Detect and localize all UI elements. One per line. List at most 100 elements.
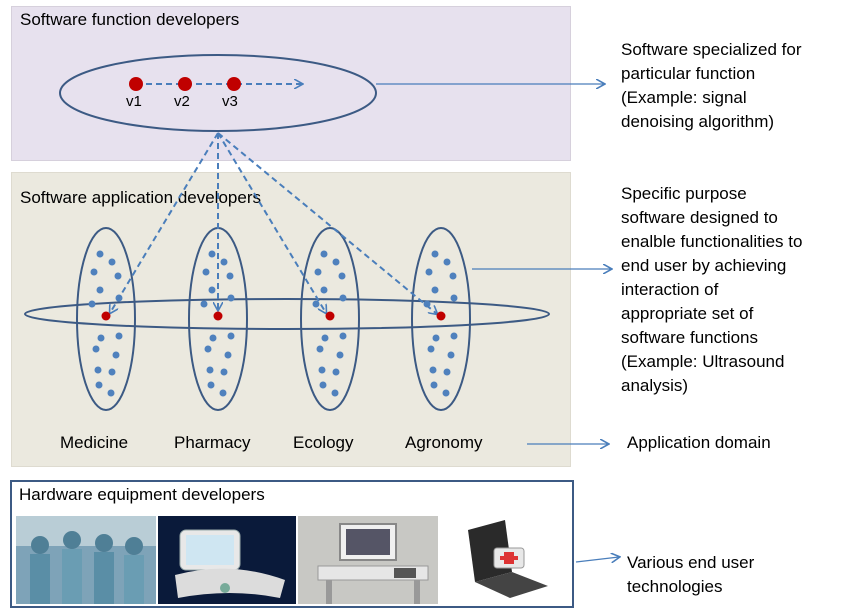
blue-dot <box>320 250 328 258</box>
version-dot-v1 <box>129 77 143 91</box>
blue-dot <box>319 381 327 389</box>
blue-dot <box>332 258 340 266</box>
dashed-arrow-to-ecology <box>217 132 326 313</box>
dot-cloud-ecology <box>312 250 347 397</box>
note-line: particular function <box>621 64 756 83</box>
portable-monitor-device-photo <box>158 516 296 604</box>
blue-dot <box>227 294 235 302</box>
version-dot-v2 <box>178 77 192 91</box>
version-label-v2: v2 <box>174 93 190 110</box>
blue-dot <box>114 272 122 280</box>
blue-dot <box>430 381 438 389</box>
interaction-ellipse <box>24 298 550 330</box>
blue-dot <box>427 345 435 353</box>
blue-dot <box>316 345 324 353</box>
blue-dot <box>88 300 96 308</box>
domain-ellipse-medicine <box>76 227 136 411</box>
blue-dot <box>96 286 104 294</box>
note-hardware: Various end user technologies <box>627 551 837 599</box>
imaging-scanner-photo <box>298 516 438 604</box>
blue-dot <box>90 268 98 276</box>
blue-dot <box>450 294 458 302</box>
blue-dot <box>208 286 216 294</box>
dashed-arrow-to-agronomy <box>217 132 437 314</box>
blue-dot <box>207 381 215 389</box>
pointer-arrow-hardware <box>575 557 619 562</box>
blue-dot <box>227 332 235 340</box>
blue-dot <box>220 258 228 266</box>
blue-dot <box>208 250 216 258</box>
blue-dot <box>206 366 214 374</box>
domain-label-agronomy: Agronomy <box>405 433 483 452</box>
blue-dot <box>425 268 433 276</box>
note-line: (Example: signal <box>621 88 747 107</box>
function-ellipse <box>59 54 377 132</box>
blue-dot <box>314 268 322 276</box>
function-panel-title: Software function developers <box>20 10 240 29</box>
surgical-team-photo <box>16 516 156 604</box>
dot-cloud-agronomy <box>423 250 458 397</box>
blue-dot <box>336 351 344 359</box>
domain-label-ecology: Ecology <box>293 433 354 452</box>
blue-dot <box>442 389 450 397</box>
blue-dot <box>447 351 455 359</box>
domain-label-medicine: Medicine <box>60 433 129 452</box>
blue-dot <box>226 272 234 280</box>
domain-ellipse-ecology <box>300 227 360 411</box>
note-function: Software specialized for particular func… <box>621 38 841 134</box>
note-line: denoising algorithm) <box>621 112 775 131</box>
blue-dot <box>112 351 120 359</box>
blue-dot <box>431 250 439 258</box>
blue-dot <box>92 345 100 353</box>
blue-dot <box>115 332 123 340</box>
note-line: technologies <box>627 577 723 596</box>
note-line: Software specialized for <box>621 40 802 59</box>
blue-dot <box>202 268 210 276</box>
blue-dot <box>338 272 346 280</box>
blue-dot <box>220 368 228 376</box>
red-dot-medicine <box>101 311 111 321</box>
blue-dot <box>332 368 340 376</box>
note-line: appropriate set of <box>621 304 754 323</box>
version-dot-v3 <box>227 77 241 91</box>
laptop-medical-kit-photo <box>440 516 570 604</box>
blue-dot <box>204 345 212 353</box>
red-dot-ecology <box>325 311 335 321</box>
note-line: software designed to <box>621 208 778 227</box>
domain-label-pharmacy: Pharmacy <box>174 433 251 452</box>
note-line: software functions <box>621 328 759 347</box>
note-application: Specific purpose software designed to en… <box>621 182 846 398</box>
blue-dot <box>97 334 105 342</box>
note-line: interaction of <box>621 280 719 299</box>
version-label-v1: v1 <box>126 93 142 110</box>
blue-dot <box>318 366 326 374</box>
blue-dot <box>219 389 227 397</box>
blue-dot <box>94 366 102 374</box>
red-dot-pharmacy <box>213 311 223 321</box>
dashed-arrow-to-medicine <box>110 132 219 313</box>
blue-dot <box>443 258 451 266</box>
blue-dot <box>339 294 347 302</box>
dot-cloud-pharmacy <box>200 250 235 397</box>
note-line: analysis) <box>621 376 689 395</box>
domain-ellipse-agronomy <box>411 227 471 411</box>
note-line: enalble functionalities to <box>621 232 803 251</box>
blue-dot <box>331 389 339 397</box>
blue-dot <box>108 368 116 376</box>
note-line: (Example: Ultrasound <box>621 352 785 371</box>
note-line: end user by achieving <box>621 256 787 275</box>
blue-dot <box>224 351 232 359</box>
application-panel-title: Software application developers <box>20 188 261 207</box>
blue-dot <box>107 389 115 397</box>
blue-dot <box>443 368 451 376</box>
red-dot-agronomy <box>436 311 446 321</box>
blue-dot <box>96 250 104 258</box>
blue-dot <box>108 258 116 266</box>
version-label-v3: v3 <box>222 93 238 110</box>
note-domain: Application domain <box>627 433 771 452</box>
hardware-panel-title: Hardware equipment developers <box>19 485 265 504</box>
blue-dot <box>209 334 217 342</box>
blue-dot <box>429 366 437 374</box>
blue-dot <box>200 300 208 308</box>
